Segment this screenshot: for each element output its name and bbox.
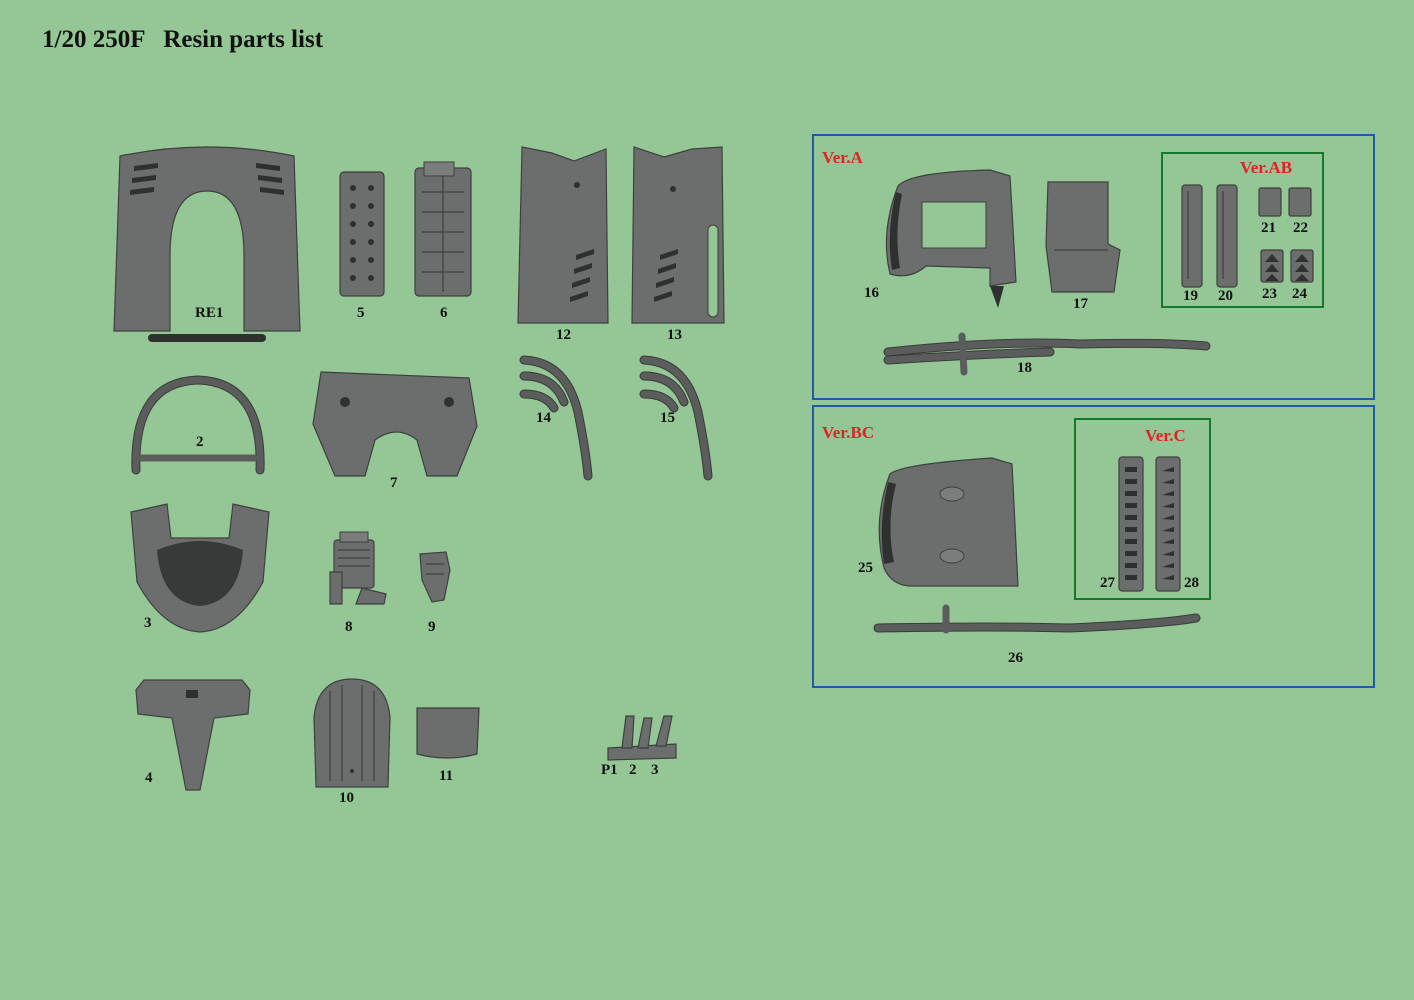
part-12-label: 12 bbox=[556, 327, 571, 343]
part-10-label: 10 bbox=[339, 790, 354, 806]
part-25-image bbox=[878, 457, 1019, 587]
part-6-label: 6 bbox=[440, 305, 448, 321]
part-27-image bbox=[1118, 456, 1144, 592]
part-2-image bbox=[131, 375, 265, 475]
part-20-image bbox=[1216, 184, 1238, 288]
group-ver-c bbox=[1074, 418, 1211, 600]
group-ver-bc-title: Ver.BC bbox=[822, 423, 875, 442]
part-24-image bbox=[1290, 249, 1314, 283]
group-ver-ab bbox=[1161, 152, 1324, 308]
part-20-label: 20 bbox=[1218, 288, 1233, 304]
part-17-image bbox=[1045, 181, 1121, 293]
part-p3-label: 3 bbox=[651, 762, 659, 778]
part-8-image bbox=[329, 531, 387, 605]
part-3-label: 3 bbox=[144, 615, 152, 631]
part-14-image bbox=[519, 355, 593, 481]
part-23-image bbox=[1260, 249, 1284, 283]
group-ver-bc bbox=[812, 405, 1375, 688]
part-26-image bbox=[873, 604, 1201, 634]
part-17-label: 17 bbox=[1073, 296, 1088, 312]
part-21-image bbox=[1258, 187, 1282, 217]
part-15-image bbox=[639, 355, 713, 481]
page-title: 1/20 250F Resin parts list bbox=[42, 26, 324, 53]
part-22-image bbox=[1288, 187, 1312, 217]
part-22-label: 22 bbox=[1293, 220, 1308, 236]
part-15-label: 15 bbox=[660, 410, 675, 426]
part-9-image bbox=[419, 551, 451, 603]
group-ver-a-title: Ver.A bbox=[822, 148, 863, 167]
part-9-label: 9 bbox=[428, 619, 436, 635]
part-23-label: 23 bbox=[1262, 286, 1277, 302]
part-re1-label: RE1 bbox=[195, 305, 224, 321]
part-11-label: 11 bbox=[439, 768, 454, 784]
part-7-label: 7 bbox=[390, 475, 398, 491]
part-18-image bbox=[883, 332, 1211, 376]
part-re1-image bbox=[113, 146, 301, 342]
part-12-image bbox=[517, 146, 609, 324]
part-19-label: 19 bbox=[1183, 288, 1198, 304]
part-6-image bbox=[414, 161, 472, 297]
part-10-image bbox=[313, 678, 391, 788]
part-25-label: 25 bbox=[858, 560, 873, 576]
part-4-label: 4 bbox=[145, 770, 153, 786]
part-16-image bbox=[885, 169, 1017, 308]
part-16-label: 16 bbox=[864, 285, 879, 301]
part-11-image bbox=[416, 707, 480, 759]
part-13-label: 13 bbox=[667, 327, 682, 343]
part-27-label: 27 bbox=[1100, 575, 1115, 591]
part-19-image bbox=[1181, 184, 1203, 288]
part-5-label: 5 bbox=[357, 305, 365, 321]
part-13-image bbox=[631, 146, 725, 324]
part-21-label: 21 bbox=[1261, 220, 1276, 236]
part-18-label: 18 bbox=[1017, 360, 1032, 376]
part-24-label: 24 bbox=[1292, 286, 1307, 302]
group-ver-ab-title: Ver.AB bbox=[1240, 158, 1293, 177]
group-ver-a bbox=[812, 134, 1375, 400]
part-28-image bbox=[1155, 456, 1181, 592]
part-14-label: 14 bbox=[536, 410, 551, 426]
part-pedals-image bbox=[607, 715, 677, 761]
part-3-image bbox=[130, 503, 270, 633]
part-2-label: 2 bbox=[196, 434, 204, 450]
part-p2-label: 2 bbox=[629, 762, 637, 778]
part-26-label: 26 bbox=[1008, 650, 1023, 666]
group-ver-c-title: Ver.C bbox=[1145, 426, 1186, 445]
part-p1-label: P1 bbox=[601, 762, 618, 778]
part-5-image bbox=[339, 171, 385, 297]
part-8-label: 8 bbox=[345, 619, 353, 635]
part-7-image bbox=[312, 371, 478, 477]
part-28-label: 28 bbox=[1184, 575, 1199, 591]
part-4-image bbox=[135, 679, 251, 791]
